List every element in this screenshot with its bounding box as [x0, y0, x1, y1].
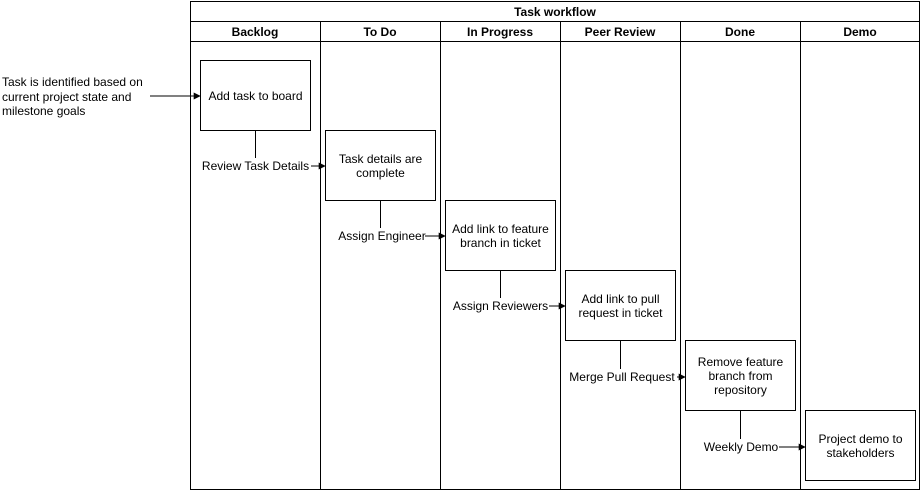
step-box-add-task [200, 60, 311, 131]
step-label: stakeholders [826, 446, 894, 460]
edge-label-bg [703, 439, 779, 455]
step-label: Add task to board [208, 89, 302, 103]
step-label: Add link to feature [452, 222, 549, 236]
step-label: request in ticket [578, 306, 663, 320]
lane-title-demo: Demo [843, 25, 876, 39]
step-label: Add link to pull [581, 292, 659, 306]
step-label: Task details are [339, 152, 423, 166]
step-label: Remove feature [698, 355, 784, 369]
step-label: repository [714, 383, 767, 397]
pool-title: Task workflow [514, 5, 596, 19]
edge-label-review-task-details: Review Task Details [202, 159, 309, 173]
edge-label-bg [452, 298, 549, 314]
step-box-project-demo [805, 410, 916, 481]
external-note-line: current project state and [2, 90, 131, 104]
step-label: Project demo to [818, 432, 902, 446]
edge-label-weekly-demo: Weekly Demo [704, 440, 779, 454]
step-label: branch from [708, 369, 772, 383]
edge-label-bg [337, 228, 425, 244]
edge-label-bg [567, 369, 677, 385]
external-note-line: Task is identified based on [2, 75, 143, 89]
lane-title-in-progress: In Progress [467, 25, 533, 39]
external-note-line: milestone goals [2, 104, 85, 118]
lane-title-done: Done [725, 25, 755, 39]
lane-title-todo: To Do [363, 25, 396, 39]
step-box-feature-branch [445, 200, 556, 271]
edge-label-assign-reviewers: Assign Reviewers [453, 299, 548, 313]
edge-label-assign-engineer: Assign Engineer [338, 229, 425, 243]
step-box-remove-branch [685, 340, 796, 411]
edge-label-bg [199, 158, 311, 174]
lane-title-peer-review: Peer Review [585, 25, 656, 39]
step-box-task-details [325, 130, 436, 201]
step-label: complete [356, 166, 405, 180]
step-box-pull-request [565, 270, 676, 341]
lane-title-backlog: Backlog [232, 25, 279, 39]
step-label: branch in ticket [460, 236, 541, 250]
edge-label-merge-pull-request: Merge Pull Request [569, 370, 675, 384]
